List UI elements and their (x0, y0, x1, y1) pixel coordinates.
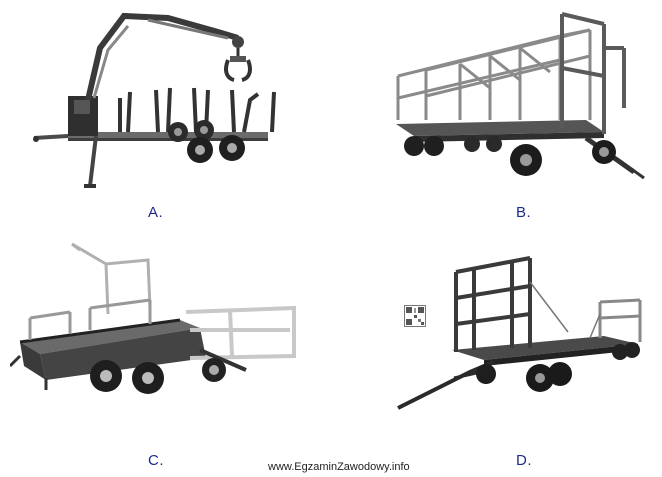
option-d-image (394, 252, 652, 414)
option-a-image (28, 8, 290, 194)
bale-trailer-with-cage-frame-illustration (396, 12, 645, 180)
option-d-label: D. (516, 452, 532, 469)
option-b-label: B. (516, 204, 532, 221)
option-c-label: C. (148, 452, 164, 469)
watermark-text: www.EgzaminZawodowy.info (268, 461, 410, 473)
flatbed-bale-trailer-with-end-racks-illustration (397, 256, 642, 410)
option-c-image (10, 238, 302, 404)
forestry-trailer-with-crane-illustration (33, 12, 276, 188)
option-b-image (390, 8, 654, 194)
tipping-trailer-with-bale-racks-illustration (10, 242, 296, 394)
qr-stamp-icon (404, 305, 426, 327)
option-a-label: A. (148, 204, 164, 221)
